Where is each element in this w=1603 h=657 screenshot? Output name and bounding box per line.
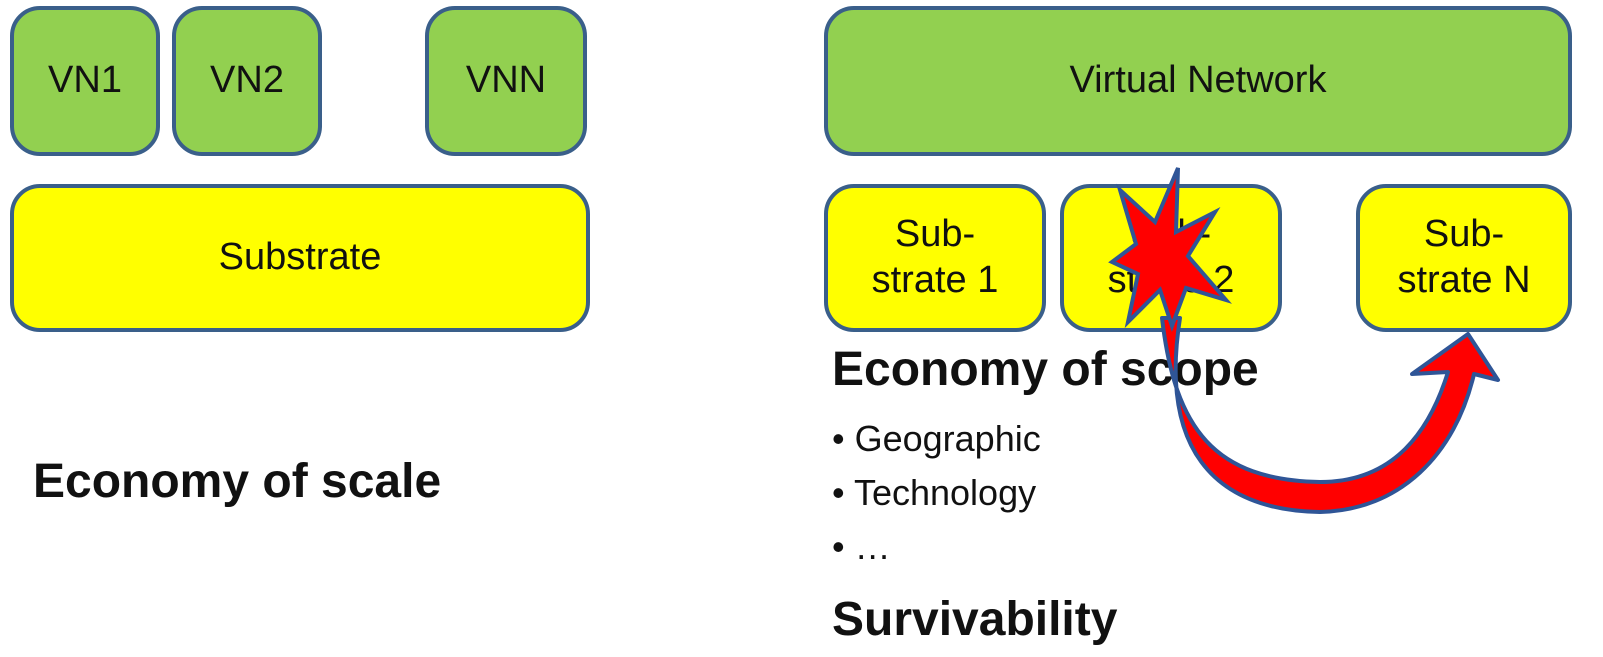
failure-burst-icon (1108, 167, 1233, 333)
failover-arrow-icon (1160, 316, 1500, 514)
substrate-box: Substrate (10, 184, 590, 332)
vn1-box: VN1 (10, 6, 160, 156)
vn2-box: VN2 (172, 6, 322, 156)
virtual-network-box: Virtual Network (824, 6, 1572, 156)
bullet-geographic: Geographic (832, 412, 1041, 466)
substrate-n-box: Sub- strate N (1356, 184, 1572, 332)
bullet-technology: Technology (832, 466, 1041, 520)
economy-of-scope-heading: Economy of scope (832, 343, 1259, 396)
survivability-heading: Survivability (832, 593, 1118, 646)
substrate-1-box: Sub- strate 1 (824, 184, 1046, 332)
bullet-ellipsis: … (832, 520, 1041, 574)
scope-bullet-list: Geographic Technology … (832, 412, 1041, 574)
economy-of-scale-heading: Economy of scale (33, 455, 442, 508)
vnn-box: VNN (425, 6, 587, 156)
